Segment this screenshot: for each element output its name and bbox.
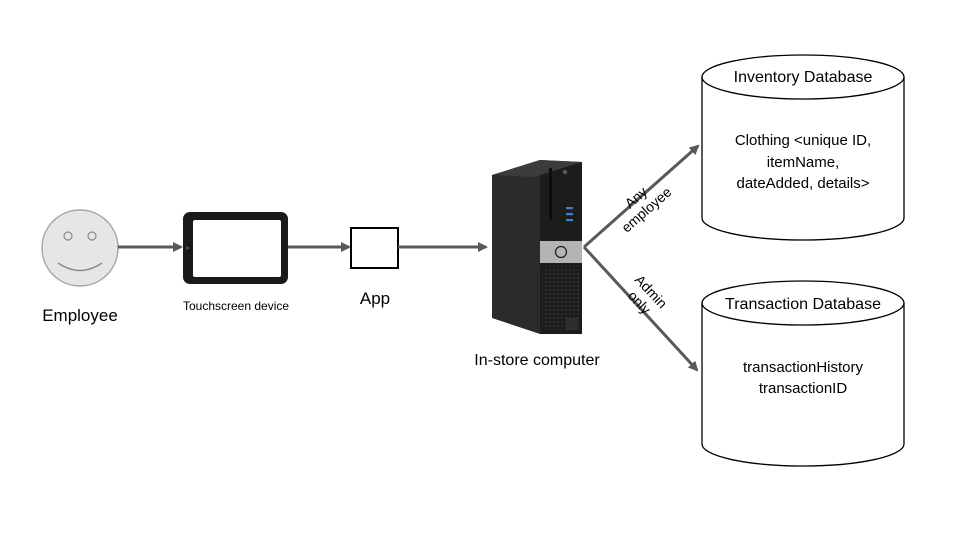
inventory-db-line: itemName, bbox=[767, 154, 840, 171]
tablet-icon bbox=[183, 212, 288, 284]
dell-badge-icon bbox=[540, 241, 582, 263]
arrow-computer-to-inventory bbox=[583, 144, 700, 249]
inventory-db-line: Clothing <unique ID, bbox=[735, 132, 871, 149]
arrow-computer-to-transaction bbox=[582, 245, 699, 372]
transaction-db-line: transactionID bbox=[759, 380, 848, 397]
app-box bbox=[350, 227, 399, 269]
computer-node: In-store computer bbox=[474, 160, 600, 369]
app-node: App bbox=[350, 227, 399, 308]
inventory-db-title: Inventory Database bbox=[734, 69, 873, 86]
touchscreen-label: Touchscreen device bbox=[183, 299, 289, 313]
transaction-db-title: Transaction Database bbox=[725, 296, 881, 313]
inventory-db-line: dateAdded, details> bbox=[736, 175, 869, 192]
app-label: App bbox=[360, 289, 390, 308]
inventory-database: Inventory Database Clothing <unique ID, … bbox=[701, 54, 905, 241]
desktop-tower-icon bbox=[492, 160, 582, 334]
transaction-database: Transaction Database transactionHistory … bbox=[701, 280, 905, 467]
touchscreen-node: Touchscreen device bbox=[183, 212, 289, 313]
transaction-db-line: transactionHistory bbox=[743, 359, 864, 376]
employee-node: Employee bbox=[41, 209, 119, 325]
database-cylinder-icon bbox=[701, 54, 905, 241]
database-cylinder-icon bbox=[701, 280, 905, 467]
computer-label: In-store computer bbox=[474, 352, 600, 369]
edge-label-any-employee: Any employee bbox=[618, 183, 674, 235]
smiley-face-icon bbox=[41, 209, 119, 287]
employee-label: Employee bbox=[42, 306, 118, 325]
